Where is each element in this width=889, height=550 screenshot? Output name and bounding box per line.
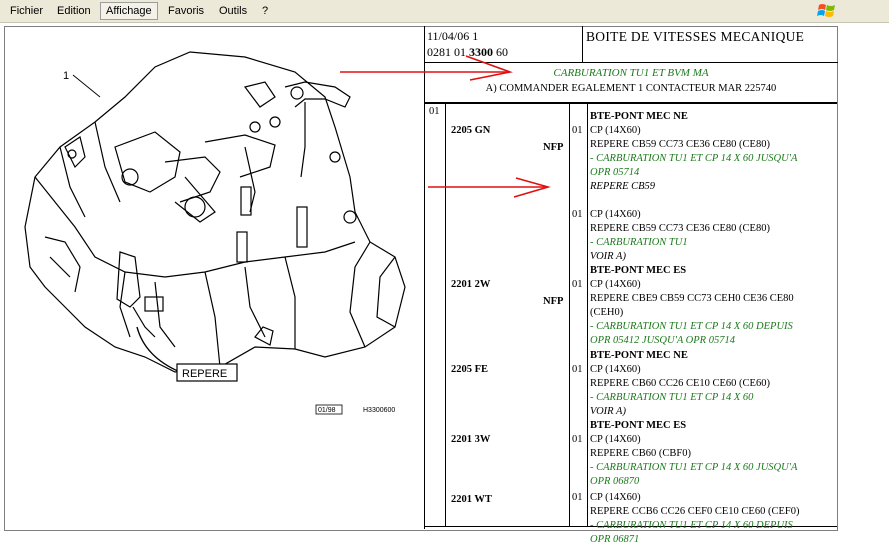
- description-line: OPR 05714: [590, 167, 640, 178]
- quantity: 01: [572, 434, 583, 445]
- note-commander: A) COMMANDER EGALEMENT 1 CONTACTEUR MAR …: [485, 83, 777, 94]
- quantity: 01: [572, 364, 583, 375]
- description-line: CP (14X60): [590, 434, 641, 445]
- description-line: BTE-PONT MEC NE: [590, 350, 688, 361]
- description-line: OPR 06870: [590, 476, 640, 487]
- quantity: 01: [572, 209, 583, 220]
- part-code: 2205 FE: [451, 364, 489, 375]
- description-line: - CARBURATION TU1 ET CP 14 X 60 DEPUIS: [590, 520, 793, 531]
- description-line: CP (14X60): [590, 209, 641, 220]
- quantity: 01: [572, 125, 583, 136]
- nfp-flag: NFP: [543, 296, 564, 307]
- note-carburation: CARBURATION TU1 ET BVM MA: [553, 67, 709, 79]
- description-line: BTE-PONT MEC ES: [590, 265, 687, 276]
- part-code: 2201 2W: [451, 279, 491, 290]
- gearbox-drawing: 1 REPERE 01/98 H3300600: [24, 51, 406, 415]
- quantity: 01: [572, 279, 583, 290]
- drawing-ref-label: H3300600: [363, 407, 395, 414]
- description-line: - CARBURATION TU1: [590, 237, 688, 248]
- description-line: REPERE CB60 (CBF0): [590, 448, 691, 459]
- menu-item-outils[interactable]: Outils: [219, 5, 248, 17]
- part-code: 2201 WT: [451, 494, 492, 505]
- description-line: REPERE CB60 CC26 CE10 CE60 (CE60): [590, 378, 770, 389]
- menu-item-favoris[interactable]: Favoris: [168, 5, 205, 17]
- description-line: REPERE CBE9 CB59 CC73 CEH0 CE36 CE80: [590, 293, 794, 304]
- description-line: BTE-PONT MEC ES: [590, 420, 687, 431]
- description-line: (CEH0): [590, 307, 624, 318]
- description-line: OPR 05412 JUSQU'A OPR 05714: [590, 335, 735, 346]
- description-line: - CARBURATION TU1 ET CP 14 X 60 JUSQU'A: [590, 462, 798, 473]
- description-line: - CARBURATION TU1 ET CP 14 X 60: [590, 392, 754, 403]
- description-line: BTE-PONT MEC NE: [590, 111, 688, 122]
- description-line: OPR 06871: [590, 534, 640, 545]
- doc-reference-bold: 3300: [469, 45, 493, 59]
- part-code: 2205 GN: [451, 125, 491, 136]
- menu-item-help[interactable]: ?: [262, 5, 269, 17]
- doc-reference: 0281 01 3300 60: [427, 45, 508, 59]
- doc-date: 11/04/06 1: [427, 29, 479, 43]
- nfp-flag: NFP: [543, 142, 564, 153]
- repere-label: REPERE: [182, 368, 227, 380]
- description-line: CP (14X60): [590, 279, 641, 290]
- description-line: REPERE CCB6 CC26 CEF0 CE10 CE60 (CEF0): [590, 506, 800, 517]
- description-line: REPERE CB59 CC73 CE36 CE80 (CE80): [590, 139, 770, 150]
- menu-item-affichage[interactable]: Affichage: [100, 2, 158, 20]
- description-line: REPERE CB59: [590, 181, 656, 192]
- description-line: - CARBURATION TU1 ET CP 14 X 60 JUSQU'A: [590, 153, 798, 164]
- menu-item-fichier[interactable]: Fichier: [10, 5, 44, 17]
- doc-title: BOITE DE VITESSES MECANIQUE: [586, 29, 805, 44]
- first-col-value: 01: [429, 106, 440, 117]
- menu-item-edition[interactable]: Edition: [57, 5, 91, 17]
- description-line: - CARBURATION TU1 ET CP 14 X 60 DEPUIS: [590, 321, 793, 332]
- part-number-label: 1: [63, 70, 69, 82]
- doc-header-left: 11/04/06 1 0281 01 3300 60: [427, 28, 577, 60]
- menu-bar: Fichier Edition Affichage Favoris Outils?: [0, 0, 889, 23]
- description-line: VOIR A): [590, 251, 626, 262]
- parts-document: 11/04/06 1 0281 01 3300 60 BOITE DE VITE…: [424, 26, 838, 545]
- part-code: 2201 3W: [451, 434, 491, 445]
- description-line: CP (14X60): [590, 492, 641, 503]
- drawing-date-label: 01/98: [318, 407, 336, 414]
- content-frame: [4, 26, 838, 531]
- description-line: CP (14X60): [590, 364, 641, 375]
- windows-logo-icon: [817, 4, 835, 17]
- description-line: REPERE CB59 CC73 CE36 CE80 (CE80): [590, 223, 770, 234]
- description-line: VOIR A): [590, 406, 626, 417]
- description-line: CP (14X60): [590, 125, 641, 136]
- quantity: 01: [572, 492, 583, 503]
